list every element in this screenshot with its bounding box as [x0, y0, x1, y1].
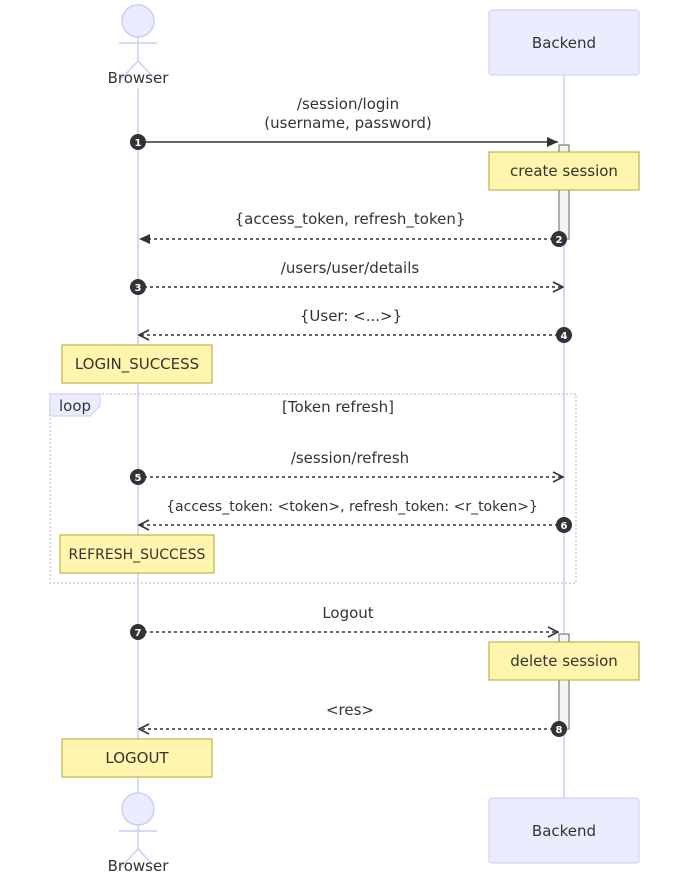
message-1-label: /session/login: [297, 95, 399, 113]
message-6-number: 6: [561, 521, 568, 532]
message-6: {access_token: <token>, refresh_token: <…: [139, 499, 572, 533]
message-1: /session/login (username, password) 1: [130, 95, 558, 150]
message-2-label: {access_token, refresh_token}: [235, 210, 466, 229]
backend-label-bottom: Backend: [532, 822, 596, 840]
message-7-label: Logout: [322, 604, 373, 622]
message-4-label: {User: <...>}: [300, 307, 402, 325]
message-3: /users/user/details 3: [130, 259, 563, 295]
browser-actor-bottom: Browser: [108, 792, 170, 874]
note-delete-session-text: delete session: [510, 652, 618, 670]
message-4-number-badge: [556, 327, 572, 343]
message-5-number-badge: [130, 469, 146, 485]
note-create-session: create session: [488, 151, 640, 191]
message-6-label: {access_token: <token>, refresh_token: <…: [166, 499, 538, 515]
backend-participant-bottom: Backend: [488, 797, 640, 864]
message-7-number-badge: [130, 624, 146, 640]
message-6-number-badge: [556, 517, 572, 533]
message-5-label: /session/refresh: [291, 449, 409, 467]
message-3-number: 3: [135, 283, 142, 294]
loop-condition: [Token refresh]: [282, 398, 394, 416]
message-5-number: 5: [135, 473, 142, 484]
browser-label-bottom: Browser: [108, 857, 170, 874]
message-8-number-badge: [551, 721, 567, 737]
note-logout-text: LOGOUT: [105, 749, 169, 767]
note-refresh-success: REFRESH_SUCCESS: [59, 534, 215, 574]
backend-label-top: Backend: [532, 34, 596, 52]
note-create-session-text: create session: [510, 162, 618, 180]
message-8-label: <res>: [326, 701, 374, 719]
note-logout: LOGOUT: [61, 738, 213, 778]
message-8: <res> 8: [139, 701, 567, 737]
message-2-number-badge: [551, 231, 567, 247]
message-5: /session/refresh 5: [130, 449, 563, 485]
note-login-success: LOGIN_SUCCESS: [61, 344, 213, 384]
message-1-number-badge: [130, 134, 146, 150]
message-2: {access_token, refresh_token} 2: [139, 210, 567, 247]
browser-actor-top: Browser: [108, 4, 170, 87]
message-4: {User: <...>} 4: [139, 307, 572, 343]
note-login-success-text: LOGIN_SUCCESS: [75, 355, 199, 374]
message-3-number-badge: [130, 279, 146, 295]
message-4-number: 4: [561, 331, 568, 342]
note-delete-session: delete session: [488, 641, 640, 681]
message-2-number: 2: [556, 235, 563, 246]
loop-keyword: loop: [59, 397, 91, 415]
backend-participant-top: Backend: [488, 9, 640, 76]
message-7: Logout 7: [130, 604, 558, 640]
message-8-number: 8: [556, 725, 563, 736]
note-refresh-success-text: REFRESH_SUCCESS: [69, 547, 206, 563]
message-7-number: 7: [135, 628, 142, 639]
message-1-number: 1: [135, 138, 142, 149]
browser-label-top: Browser: [108, 69, 170, 87]
message-1-label: (username, password): [264, 114, 431, 132]
loop-frame: loop [Token refresh]: [49, 393, 577, 584]
message-3-label: /users/user/details: [281, 259, 420, 277]
